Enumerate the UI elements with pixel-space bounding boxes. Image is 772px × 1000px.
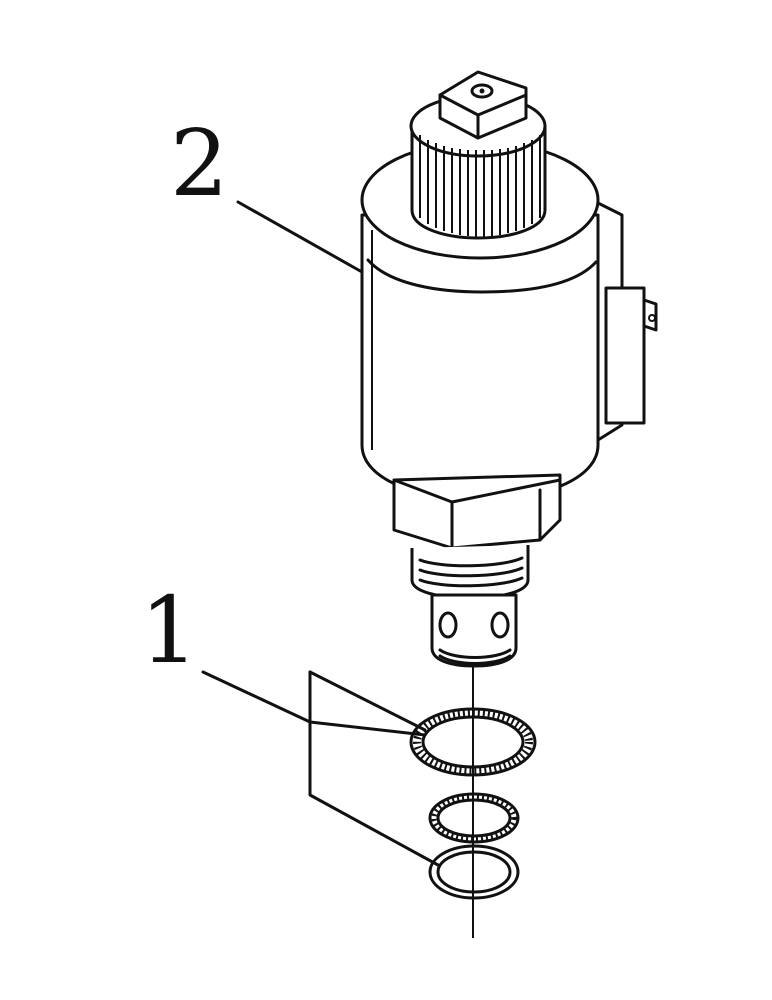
cartridge-spool bbox=[430, 593, 518, 668]
seal-ring-small bbox=[428, 844, 520, 900]
coil-connector bbox=[590, 198, 658, 442]
callout-number-2: 2 bbox=[170, 110, 229, 217]
callout-number-1: 1 bbox=[140, 577, 199, 684]
threaded-stem bbox=[410, 545, 530, 600]
seal-ring-middle bbox=[428, 792, 520, 844]
leader-line-2 bbox=[236, 200, 364, 274]
seal-ring-large bbox=[409, 707, 537, 777]
hex-body bbox=[392, 473, 562, 550]
square-cap bbox=[438, 70, 528, 140]
leader-line-1 bbox=[201, 670, 440, 867]
